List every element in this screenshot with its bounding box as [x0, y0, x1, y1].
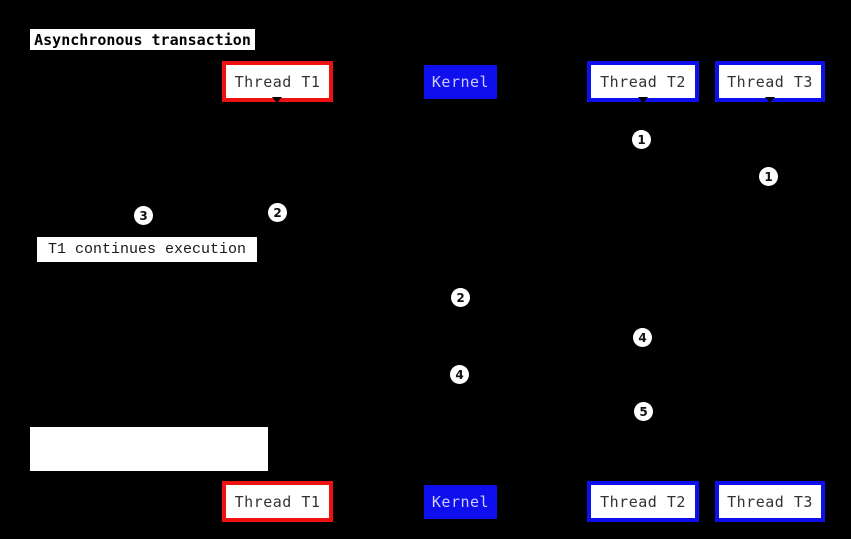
- actor-thread-t1-bottom: Thread T1: [222, 481, 333, 522]
- actor-thread-t3-bottom: Thread T3: [715, 481, 825, 522]
- actor-thread-t2-top: Thread T2: [587, 61, 699, 102]
- step-badge-5: 5: [634, 402, 653, 421]
- step-badge-4: 4: [633, 328, 652, 347]
- actor-kernel-bottom: Kernel: [424, 485, 497, 519]
- step-badge-1: 1: [632, 130, 651, 149]
- note-t1-continues: T1 continues execution: [37, 237, 257, 262]
- step-badge-2b: 2: [451, 288, 470, 307]
- actor-thread-t3-top: Thread T3: [715, 61, 825, 102]
- step-badge-1b: 1: [759, 167, 778, 186]
- lifeline-arrowhead: [638, 97, 648, 103]
- diagram-title: Asynchronous transaction: [29, 28, 256, 51]
- blank-note-box: [30, 427, 268, 471]
- actor-thread-t2-bottom: Thread T2: [587, 481, 699, 522]
- lifeline-arrowhead: [765, 97, 775, 103]
- step-badge-4b: 4: [450, 365, 469, 384]
- lifeline-arrowhead: [272, 97, 282, 103]
- step-badge-3: 3: [134, 206, 153, 225]
- actor-kernel-top: Kernel: [424, 65, 497, 99]
- actor-thread-t1-top: Thread T1: [222, 61, 333, 102]
- step-badge-2: 2: [268, 203, 287, 222]
